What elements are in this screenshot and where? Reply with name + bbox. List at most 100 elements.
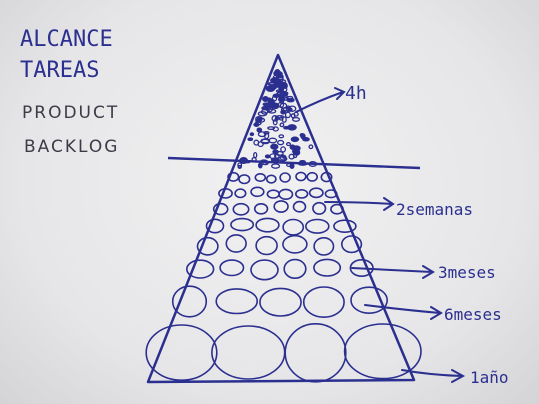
task-circle	[312, 201, 327, 215]
scribble-mark	[254, 121, 262, 126]
task-circle	[343, 323, 422, 380]
scribble-mark	[271, 102, 280, 110]
scribble-mark	[260, 108, 269, 115]
task-circle	[255, 235, 278, 256]
task-circle	[255, 217, 280, 233]
task-circle	[196, 236, 219, 256]
task-circle	[186, 259, 215, 279]
scribble-mark	[251, 156, 257, 163]
arrow-4h	[295, 87, 346, 113]
scribble-mark	[288, 153, 295, 160]
scribble-mark	[291, 116, 301, 122]
task-circle	[171, 285, 208, 318]
task-circle	[219, 259, 245, 277]
task-circle	[284, 322, 347, 383]
task-circle	[306, 171, 319, 182]
scribble-mark	[287, 124, 297, 131]
scribble-mark	[284, 111, 291, 119]
task-circle	[205, 218, 225, 234]
title-line-2: TAREAS	[20, 58, 99, 83]
task-circle	[295, 188, 309, 199]
task-circle	[230, 217, 255, 232]
task-circle	[265, 174, 277, 184]
scribble-mark	[267, 126, 276, 130]
scribble-mark	[264, 154, 271, 159]
task-circles	[145, 171, 422, 383]
scribble-mark	[260, 138, 271, 144]
scribble-mark	[308, 161, 318, 167]
task-circle	[304, 218, 330, 234]
scribble-mark	[267, 82, 277, 86]
arrow-2semanas	[324, 197, 395, 211]
scribble-mark	[277, 101, 285, 108]
scribble-mark	[280, 109, 286, 115]
scribble-mark	[279, 154, 287, 161]
scribble-mark	[285, 105, 291, 112]
scribble-mark	[277, 96, 286, 103]
task-circle	[259, 287, 302, 317]
scribble-mark	[308, 144, 314, 150]
task-circle	[254, 173, 267, 183]
label-6meses: 6meses	[444, 305, 502, 324]
task-circle	[313, 258, 342, 277]
task-circle	[324, 189, 338, 199]
task-circle	[278, 188, 294, 201]
scribble-mark	[285, 142, 292, 147]
scribble-mark	[290, 136, 300, 143]
scribble-mark	[276, 74, 284, 79]
scribble-mark	[247, 137, 254, 142]
task-circle	[273, 200, 289, 213]
task-circle	[308, 187, 324, 199]
scribble-mark	[262, 102, 271, 107]
label-1ano: 1año	[470, 368, 509, 387]
task-circle	[341, 235, 363, 254]
task-circle	[333, 219, 357, 233]
arrow-3meses	[351, 265, 435, 279]
task-circle	[227, 171, 240, 182]
scribble-mark	[281, 86, 288, 93]
task-circle	[218, 187, 233, 199]
task-circle	[282, 234, 308, 254]
scribble-mark	[253, 151, 258, 159]
scribble-mark	[237, 162, 243, 168]
scribble-mark	[259, 159, 269, 166]
task-circle	[212, 202, 229, 216]
task-circle	[295, 171, 307, 182]
arrow-6meses	[364, 304, 443, 320]
scribble-mark	[276, 139, 285, 146]
task-circle	[350, 286, 389, 315]
title-line-1: ALCANCE	[20, 27, 113, 52]
task-circle	[234, 188, 247, 199]
scribble-mark	[290, 113, 296, 119]
scribble-mark	[266, 97, 272, 102]
scribble-mark	[281, 116, 287, 123]
label-4h: 4h	[345, 83, 367, 104]
task-circle	[283, 258, 307, 280]
task-circle	[250, 259, 279, 281]
divider-line	[167, 156, 421, 170]
scribble-mark	[292, 145, 301, 152]
scribble-mark	[255, 116, 263, 122]
scribble-mark	[271, 163, 281, 169]
task-circle	[225, 234, 247, 253]
task-circle	[320, 171, 333, 183]
label-3meses: 3meses	[438, 263, 496, 282]
subtitle-line-1: PRODUCT	[22, 103, 119, 123]
task-circle	[250, 186, 265, 198]
scribble-mark	[278, 94, 284, 99]
task-circle	[302, 286, 345, 319]
arrow-1ano	[401, 369, 466, 383]
task-circle	[313, 236, 335, 256]
scribble-mark	[297, 161, 308, 166]
task-circle	[211, 325, 286, 380]
task-circle	[215, 288, 258, 315]
scribble-mark	[276, 79, 287, 84]
scribble-mark	[267, 84, 277, 91]
scribble-mark	[273, 70, 280, 76]
task-circle	[232, 202, 250, 216]
task-circle	[145, 324, 218, 382]
task-circle	[266, 189, 280, 199]
scribble-mark	[279, 122, 285, 128]
scribble-mark	[300, 133, 306, 140]
